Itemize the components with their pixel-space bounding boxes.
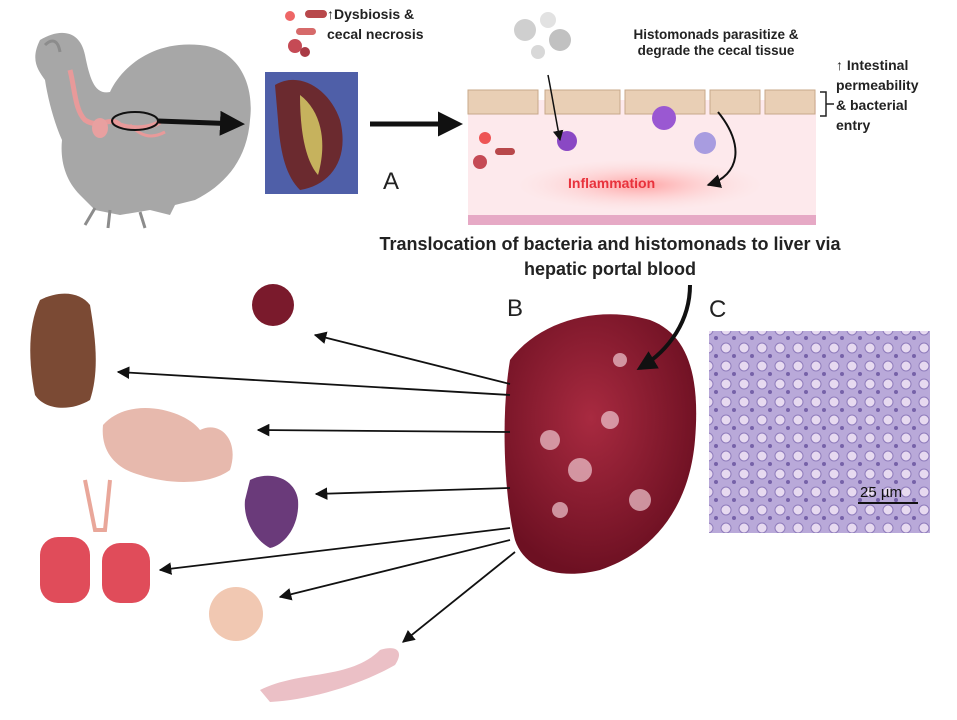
- arrow-to-cecum: [157, 110, 245, 136]
- histology-image: [709, 331, 930, 533]
- dysbiosis-line2: cecal necrosis: [327, 26, 424, 42]
- organ-spleen: [252, 284, 294, 326]
- organ-brain: [102, 408, 233, 482]
- permeability-line3: & bacterial: [836, 97, 908, 113]
- bacteria-icon: [285, 10, 327, 57]
- organ-lungs: [40, 479, 150, 603]
- cecum-photo: [265, 72, 358, 194]
- permeability-line2: permeability: [836, 77, 919, 93]
- permeability-label: ↑ Intestinal permeability & bacterial en…: [836, 55, 956, 135]
- intestine-diagram: [467, 74, 834, 225]
- spread-arrows: [116, 331, 516, 643]
- histomonads-line2: degrade the cecal tissue: [637, 43, 795, 58]
- panel-label-a: A: [383, 168, 400, 195]
- organ-intestine: [260, 648, 400, 702]
- organ-heart: [244, 475, 299, 548]
- panel-label-b: B: [507, 295, 524, 322]
- translocation-line1: Translocation of bacteria and histomonad…: [379, 234, 841, 254]
- scale-bar-label: 25 µm: [860, 484, 902, 501]
- digestive-tract-icon: [67, 69, 166, 138]
- turkey-silhouette-icon: [35, 32, 251, 229]
- translocation-line2: hepatic portal blood: [523, 259, 696, 279]
- dysbiosis-line1: ↑Dysbiosis &: [327, 6, 415, 22]
- arrow-to-liver: [636, 284, 692, 371]
- histomonads-label: Histomonads parasitize & degrade the cec…: [596, 27, 836, 59]
- permeability-line1: ↑ Intestinal: [836, 57, 909, 73]
- organ-kidneys: [30, 293, 96, 408]
- permeability-line4: entry: [836, 117, 871, 133]
- inflammation-label: Inflammation: [568, 175, 656, 191]
- epithelium-layer: [467, 89, 816, 115]
- histomonads-line1: Histomonads parasitize &: [633, 27, 799, 42]
- liver-image: [504, 314, 697, 574]
- dysbiosis-label: ↑Dysbiosis & cecal necrosis: [327, 4, 487, 44]
- panel-label-c: C: [709, 296, 727, 323]
- organ-bursa: [209, 587, 263, 641]
- translocation-title: Translocation of bacteria and histomonad…: [300, 232, 920, 282]
- histomonad-icon: [514, 12, 571, 59]
